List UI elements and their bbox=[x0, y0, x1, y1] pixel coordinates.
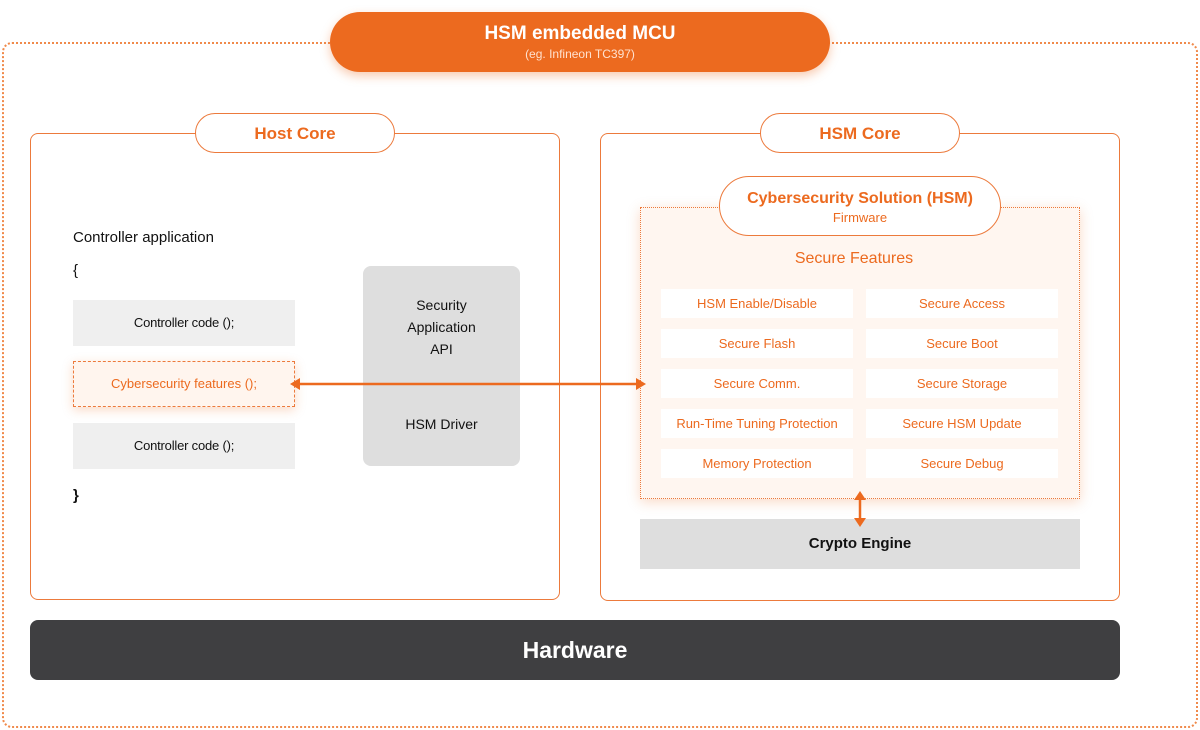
secure-features-title: Secure Features bbox=[794, 250, 914, 267]
feature-secure-access: Secure Access bbox=[866, 289, 1058, 318]
feature-secure-boot: Secure Boot bbox=[866, 329, 1058, 358]
feature-secure-flash: Secure Flash bbox=[661, 329, 853, 358]
hardware-bar: Hardware bbox=[30, 620, 1120, 680]
feature-secure-storage: Secure Storage bbox=[866, 369, 1058, 398]
host-core-label: Host Core bbox=[195, 113, 395, 153]
security-application-api-label: Security Application API bbox=[363, 294, 520, 360]
firmware-title-pill: Cybersecurity Solution (HSM) Firmware bbox=[719, 176, 1001, 236]
firmware-to-crypto-arrow bbox=[854, 491, 866, 527]
security-api-driver-box bbox=[363, 266, 520, 466]
feature-hsm-enable-disable: HSM Enable/Disable bbox=[661, 289, 853, 318]
controller-code-box-2: Controller code (); bbox=[73, 423, 295, 469]
firmware-subtitle: Firmware bbox=[832, 210, 888, 225]
feature-secure-hsm-update: Secure HSM Update bbox=[866, 409, 1058, 438]
mcu-title: HSM embedded MCU bbox=[484, 23, 676, 44]
firmware-title: Cybersecurity Solution (HSM) bbox=[747, 190, 973, 207]
hsm-driver-label: HSM Driver bbox=[405, 416, 478, 432]
crypto-engine-box: Crypto Engine bbox=[640, 519, 1080, 569]
feature-run-time-tuning-protection: Run-Time Tuning Protection bbox=[661, 409, 853, 438]
mcu-title-pill: HSM embedded MCU (eg. Infineon TC397) bbox=[330, 12, 830, 72]
cybersecurity-features-box: Cybersecurity features (); bbox=[73, 361, 295, 407]
brace-close: } bbox=[73, 487, 79, 504]
api-label-line-1: Security bbox=[416, 297, 467, 313]
controller-code-box-1: Controller code (); bbox=[73, 300, 295, 346]
host-to-hsm-arrow bbox=[290, 378, 646, 390]
brace-open: { bbox=[73, 262, 79, 279]
mcu-subtitle: (eg. Infineon TC397) bbox=[525, 47, 635, 61]
api-label-line-3: API bbox=[430, 341, 453, 357]
hsm-core-label: HSM Core bbox=[760, 113, 960, 153]
feature-secure-comm: Secure Comm. bbox=[661, 369, 853, 398]
controller-application-title: Controller application bbox=[73, 229, 214, 246]
api-label-line-2: Application bbox=[407, 319, 476, 335]
feature-secure-debug: Secure Debug bbox=[866, 449, 1058, 478]
feature-memory-protection: Memory Protection bbox=[661, 449, 853, 478]
